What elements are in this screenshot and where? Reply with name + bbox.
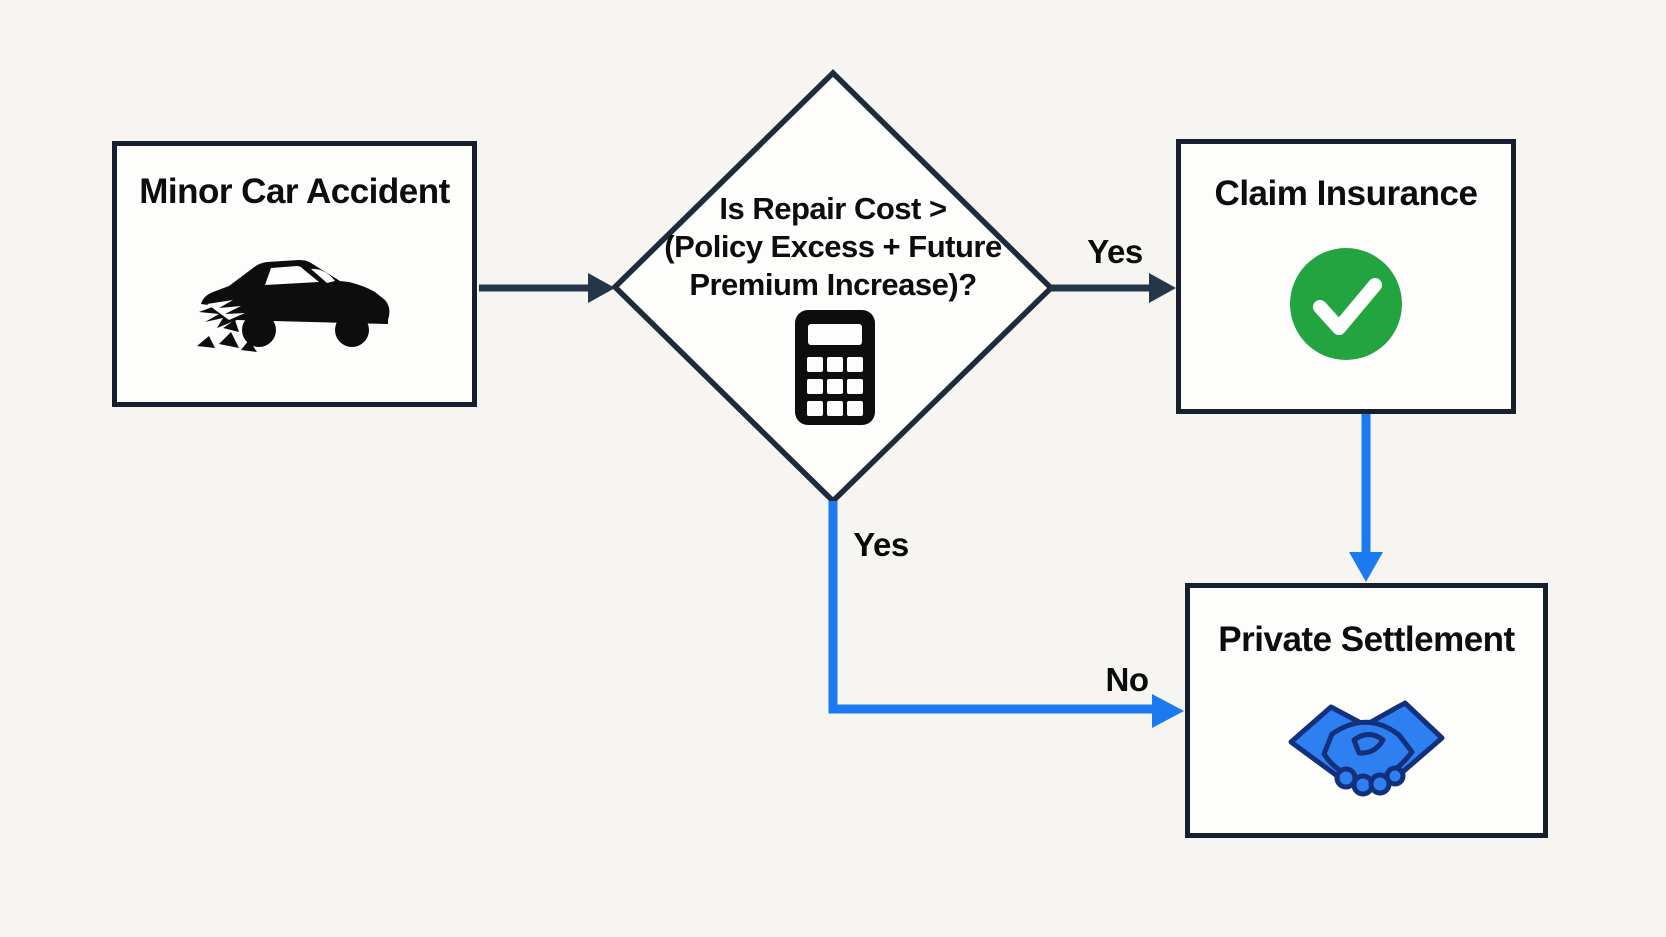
arrow-decision-to-claim bbox=[1051, 273, 1176, 303]
decision-line-1: Is Repair Cost > bbox=[719, 191, 947, 226]
check-circle-icon bbox=[1290, 248, 1402, 360]
node-minor-car-accident: Minor Car Accident bbox=[112, 141, 477, 407]
crashed-car-icon bbox=[197, 260, 390, 352]
node-claim-insurance: Claim Insurance bbox=[1176, 139, 1516, 414]
accident-title: Minor Car Accident bbox=[139, 172, 450, 211]
decision-line-2: (Policy Excess + Future bbox=[664, 229, 1002, 264]
edge-label-yes-claim: Yes bbox=[1087, 233, 1143, 270]
decision-question: Is Repair Cost > (Policy Excess + Future… bbox=[633, 190, 1033, 304]
arrow-accident-to-decision bbox=[479, 273, 615, 303]
arrow-claim-to-settlement bbox=[1349, 414, 1383, 582]
claim-title: Claim Insurance bbox=[1214, 174, 1478, 213]
arrow-decision-to-settlement bbox=[828, 501, 1184, 728]
handshake-icon bbox=[1288, 700, 1445, 797]
node-private-settlement: Private Settlement bbox=[1185, 583, 1548, 838]
edge-label-no-settlement: No bbox=[1105, 661, 1150, 698]
decision-line-3: Premium Increase)? bbox=[689, 267, 977, 302]
settlement-title: Private Settlement bbox=[1218, 620, 1515, 659]
calculator-icon bbox=[795, 310, 875, 425]
edge-label-yes-settlement: Yes bbox=[853, 526, 909, 563]
